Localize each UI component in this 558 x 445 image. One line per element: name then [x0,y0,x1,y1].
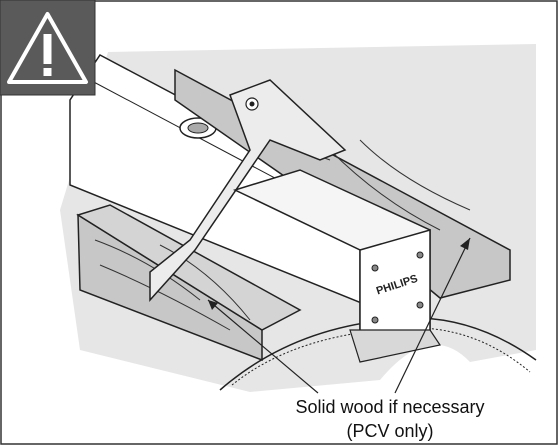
caption-line-1: Solid wood if necessary [295,397,485,417]
leader-line-left [207,299,319,394]
warning-triangle-icon [0,0,96,96]
leader-line-right [394,237,471,394]
caption-line-2: (PCV only) [346,421,434,441]
mounting-bracket [149,79,347,302]
driver-box: PHILIPS [232,169,441,363]
wood-plank-left [76,204,302,362]
